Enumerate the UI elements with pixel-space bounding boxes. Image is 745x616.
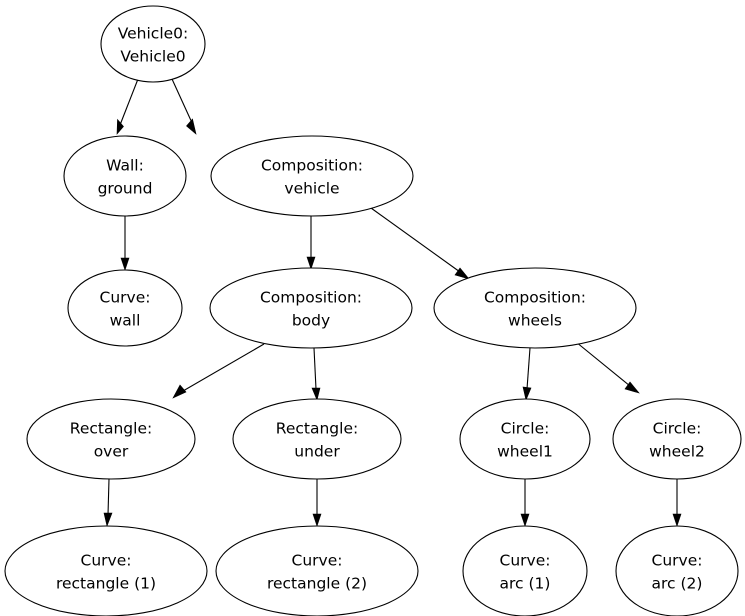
edge-line [313,347,317,390]
node-curve-rectangle-1[interactable]: Curve: rectangle (1) [4,525,208,616]
node-label-line1: Curve: [292,552,343,570]
edge-line [182,343,265,392]
arrowhead-icon [306,256,316,270]
node-composition-wheels[interactable]: Composition: wheels [433,267,637,349]
edge-line [575,341,631,387]
node-label-line1: Vehicle0: [118,25,189,43]
arrowhead-icon [312,513,322,527]
node-label-line1: Circle: [653,420,702,438]
node-shape[interactable] [459,398,591,480]
edge-layer [103,78,682,528]
node-circle-wheel2[interactable]: Circle: wheel2 [612,398,742,480]
node-label-line1: Wall: [106,157,144,175]
arrowhead-icon [311,387,321,401]
node-shape[interactable] [100,5,206,83]
arrowhead-icon [120,257,130,271]
node-shape[interactable] [462,525,588,616]
edge-line [171,78,194,126]
node-label-line2: arc (2) [652,575,703,593]
edge-vehicle0-to-wall-ground [116,78,139,135]
node-shape[interactable] [209,267,413,349]
edge-line [370,207,461,273]
node-rectangle-over[interactable]: Rectangle: over [26,398,196,480]
node-rectangle-under[interactable]: Rectangle: under [232,398,402,480]
node-shape[interactable] [63,135,187,217]
node-label-line2: over [94,443,129,461]
node-curve-arc-1[interactable]: Curve: arc (1) [462,525,588,616]
arrowhead-icon [624,381,640,394]
node-label-line2: wheel1 [497,443,553,461]
edge-circle-wheel2-to-curve-arc-2 [672,479,682,527]
arrowhead-icon [522,386,532,401]
node-label-line2: Vehicle0 [120,48,185,66]
node-label-line1: Curve: [81,552,132,570]
node-label-line2: wall [110,312,141,330]
node-label-line1: Curve: [652,552,703,570]
node-shape[interactable] [232,398,402,480]
edge-rectangle-over-to-curve-rectangle-1 [103,478,113,528]
edge-composition-body-to-rectangle-over [172,343,265,399]
arrowhead-icon [186,118,197,135]
node-label-line2: body [292,312,330,330]
edge-rectangle-under-to-curve-rectangle-2 [312,479,322,527]
edge-composition-wheels-to-circle-wheel2 [575,341,640,394]
arrowhead-icon [672,513,682,527]
node-label-line2: under [294,443,340,461]
node-label-line1: Composition: [260,289,362,307]
node-label-line2: rectangle (2) [267,575,367,593]
edge-wall-ground-to-curve-wall [120,216,130,271]
node-shape[interactable] [26,398,196,480]
node-curve-arc-2[interactable]: Curve: arc (2) [615,525,739,616]
node-label-line2: arc (1) [500,575,551,593]
node-layer: Vehicle0: Vehicle0 Wall: ground Composit… [4,5,742,616]
node-vehicle0[interactable]: Vehicle0: Vehicle0 [100,5,206,83]
node-wall-ground[interactable]: Wall: ground [63,135,187,217]
node-label-line2: vehicle [284,180,339,198]
node-label-line2: wheel2 [649,443,705,461]
arrowhead-icon [172,384,187,399]
edge-vehicle0-to-composition-vehicle [171,78,197,135]
node-label-line1: Composition: [261,157,363,175]
node-shape[interactable] [615,525,739,616]
node-shape[interactable] [215,525,419,616]
arrowhead-icon [116,118,124,135]
edge-line [526,347,531,390]
node-shape[interactable] [210,135,414,217]
node-label-line1: Curve: [100,289,151,307]
node-label-line2: wheels [508,312,562,330]
arrowhead-icon [454,267,470,280]
node-label-line1: Circle: [501,420,550,438]
edge-composition-wheels-to-circle-wheel1 [522,347,532,401]
node-composition-vehicle[interactable]: Composition: vehicle [210,135,414,217]
node-label-line2: rectangle (1) [56,575,156,593]
edge-composition-vehicle-to-composition-body [306,216,316,270]
node-label-line2: ground [98,180,153,198]
edge-circle-wheel1-to-curve-arc-1 [520,479,530,527]
node-curve-rectangle-2[interactable]: Curve: rectangle (2) [215,525,419,616]
node-shape[interactable] [4,525,208,616]
arrowhead-icon [520,513,530,527]
node-shape[interactable] [67,269,183,347]
node-label-line1: Composition: [484,289,586,307]
node-curve-wall[interactable]: Curve: wall [67,269,183,347]
node-label-line1: Curve: [500,552,551,570]
node-circle-wheel1[interactable]: Circle: wheel1 [459,398,591,480]
edge-composition-body-to-rectangle-under [311,347,321,401]
node-label-line1: Rectangle: [70,420,152,438]
edge-composition-vehicle-to-composition-wheels [370,207,470,280]
arrowhead-icon [103,512,113,528]
node-shape[interactable] [612,398,742,480]
node-shape[interactable] [433,267,637,349]
edge-line [119,78,139,126]
node-composition-body[interactable]: Composition: body [209,267,413,349]
node-label-line1: Rectangle: [276,420,358,438]
edge-line [107,478,110,516]
